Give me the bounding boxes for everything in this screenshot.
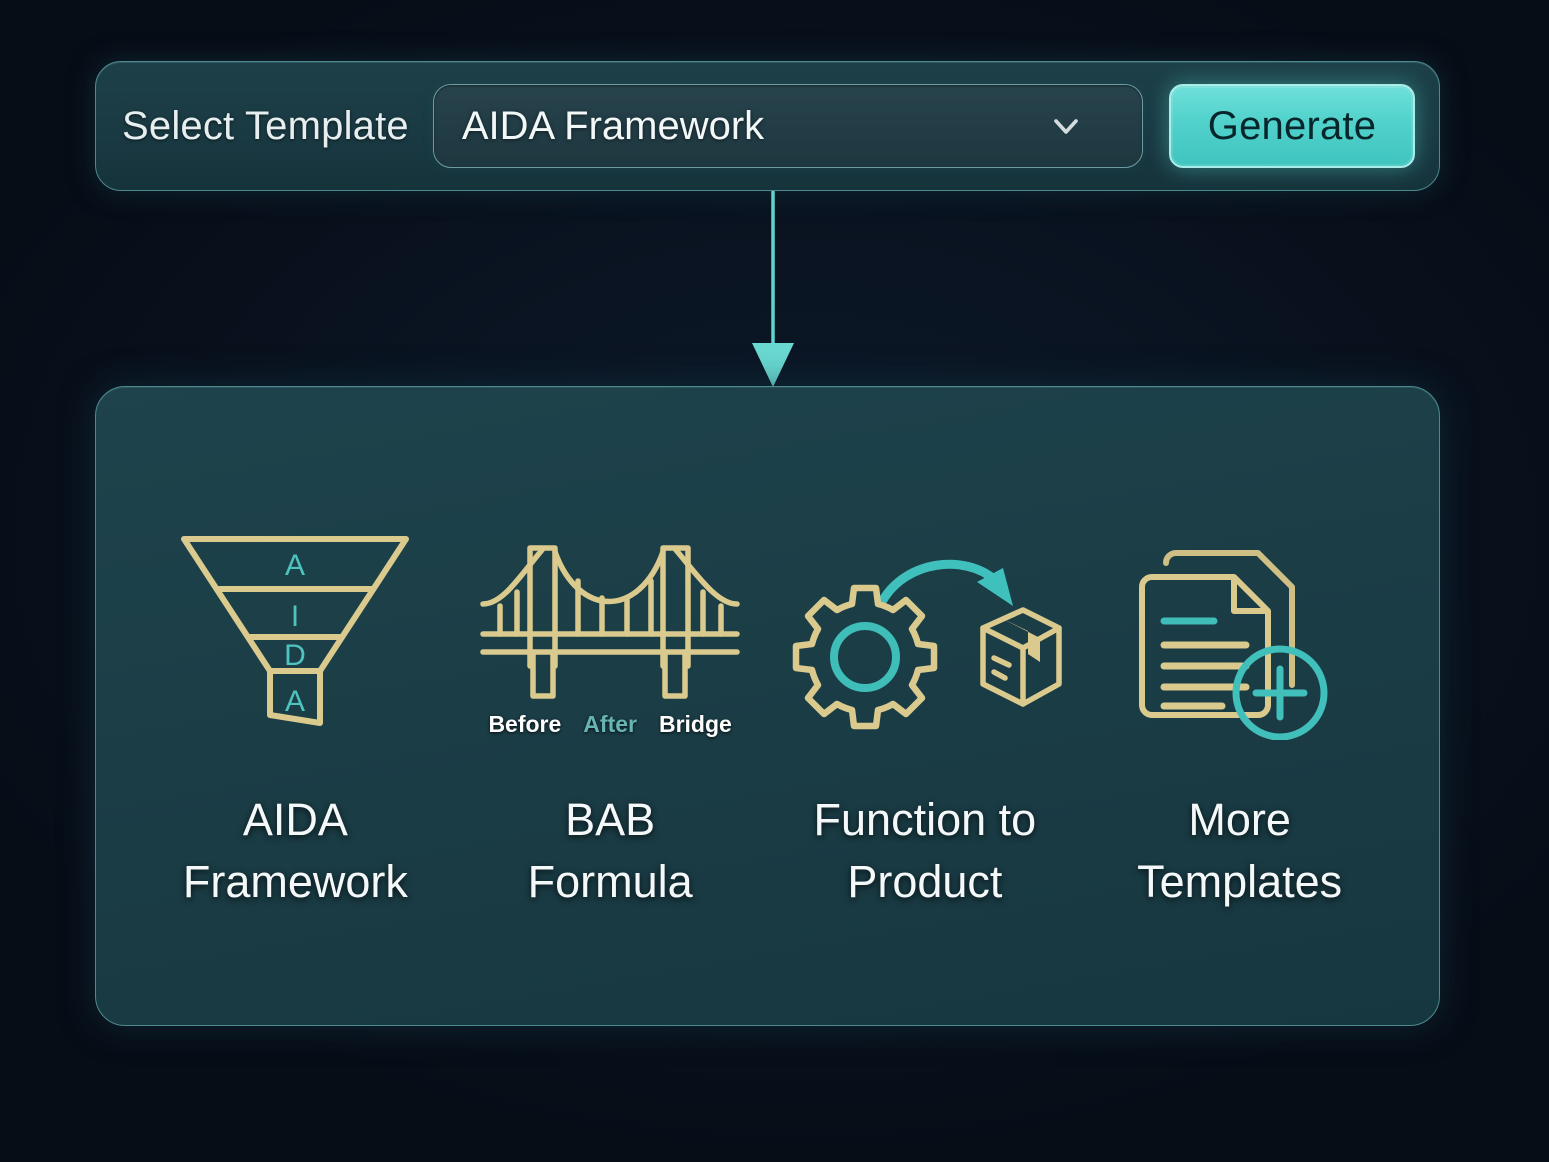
bab-legend-bridge: Bridge (658, 711, 732, 737)
select-template-label: Select Template (122, 103, 409, 148)
template-card-aida-framework[interactable]: A I D A AIDA Framework (145, 517, 445, 913)
gear-to-box-icon (793, 559, 1063, 730)
funnel-stage-a2: A (285, 685, 305, 718)
template-card-label: BAB Formula (527, 794, 693, 908)
funnel-stage-a1: A (285, 549, 305, 582)
curved-arrow-icon (878, 559, 1014, 606)
template-card-bab-formula[interactable]: Before After Bridge BAB Formula (460, 517, 760, 913)
template-icon-wrap: A I D A (170, 517, 420, 747)
template-card-label: Function to Product (813, 794, 1037, 908)
template-icon-wrap (1130, 517, 1350, 747)
documents-plus-icon (1138, 549, 1328, 740)
bridge-icon (480, 545, 740, 699)
bab-legend-before: Before (488, 711, 562, 737)
generate-button[interactable]: Generate (1169, 84, 1415, 168)
chevron-down-icon[interactable] (1046, 106, 1086, 146)
template-select-value: AIDA Framework (461, 103, 765, 148)
bab-legend: Before After Bridge (475, 711, 745, 738)
template-select[interactable]: AIDA Framework (432, 84, 1143, 168)
template-toolbar: Select Template AIDA Framework Generate (95, 61, 1440, 191)
template-grid: A I D A AIDA Framework (96, 517, 1439, 913)
funnel-stage-i: I (291, 600, 299, 633)
funnel-stage-d: D (285, 639, 307, 672)
plus-circle-icon (1232, 645, 1328, 740)
bab-legend-after: After (583, 711, 637, 737)
template-card-function-to-product[interactable]: Function to Product (775, 517, 1075, 913)
down-arrow-icon (752, 191, 794, 387)
template-icon-wrap: Before After Bridge (475, 517, 745, 747)
funnel-icon: A I D A (181, 535, 410, 726)
template-card-label: More Templates (1137, 794, 1343, 908)
gear-icon (793, 584, 938, 730)
generate-button-label: Generate (1207, 103, 1377, 148)
template-card-more-templates[interactable]: More Templates (1090, 517, 1390, 913)
template-icon-wrap (787, 517, 1063, 747)
templates-panel: A I D A AIDA Framework (95, 386, 1440, 1026)
package-box-icon (980, 607, 1063, 707)
template-card-label: AIDA Framework (182, 794, 408, 908)
